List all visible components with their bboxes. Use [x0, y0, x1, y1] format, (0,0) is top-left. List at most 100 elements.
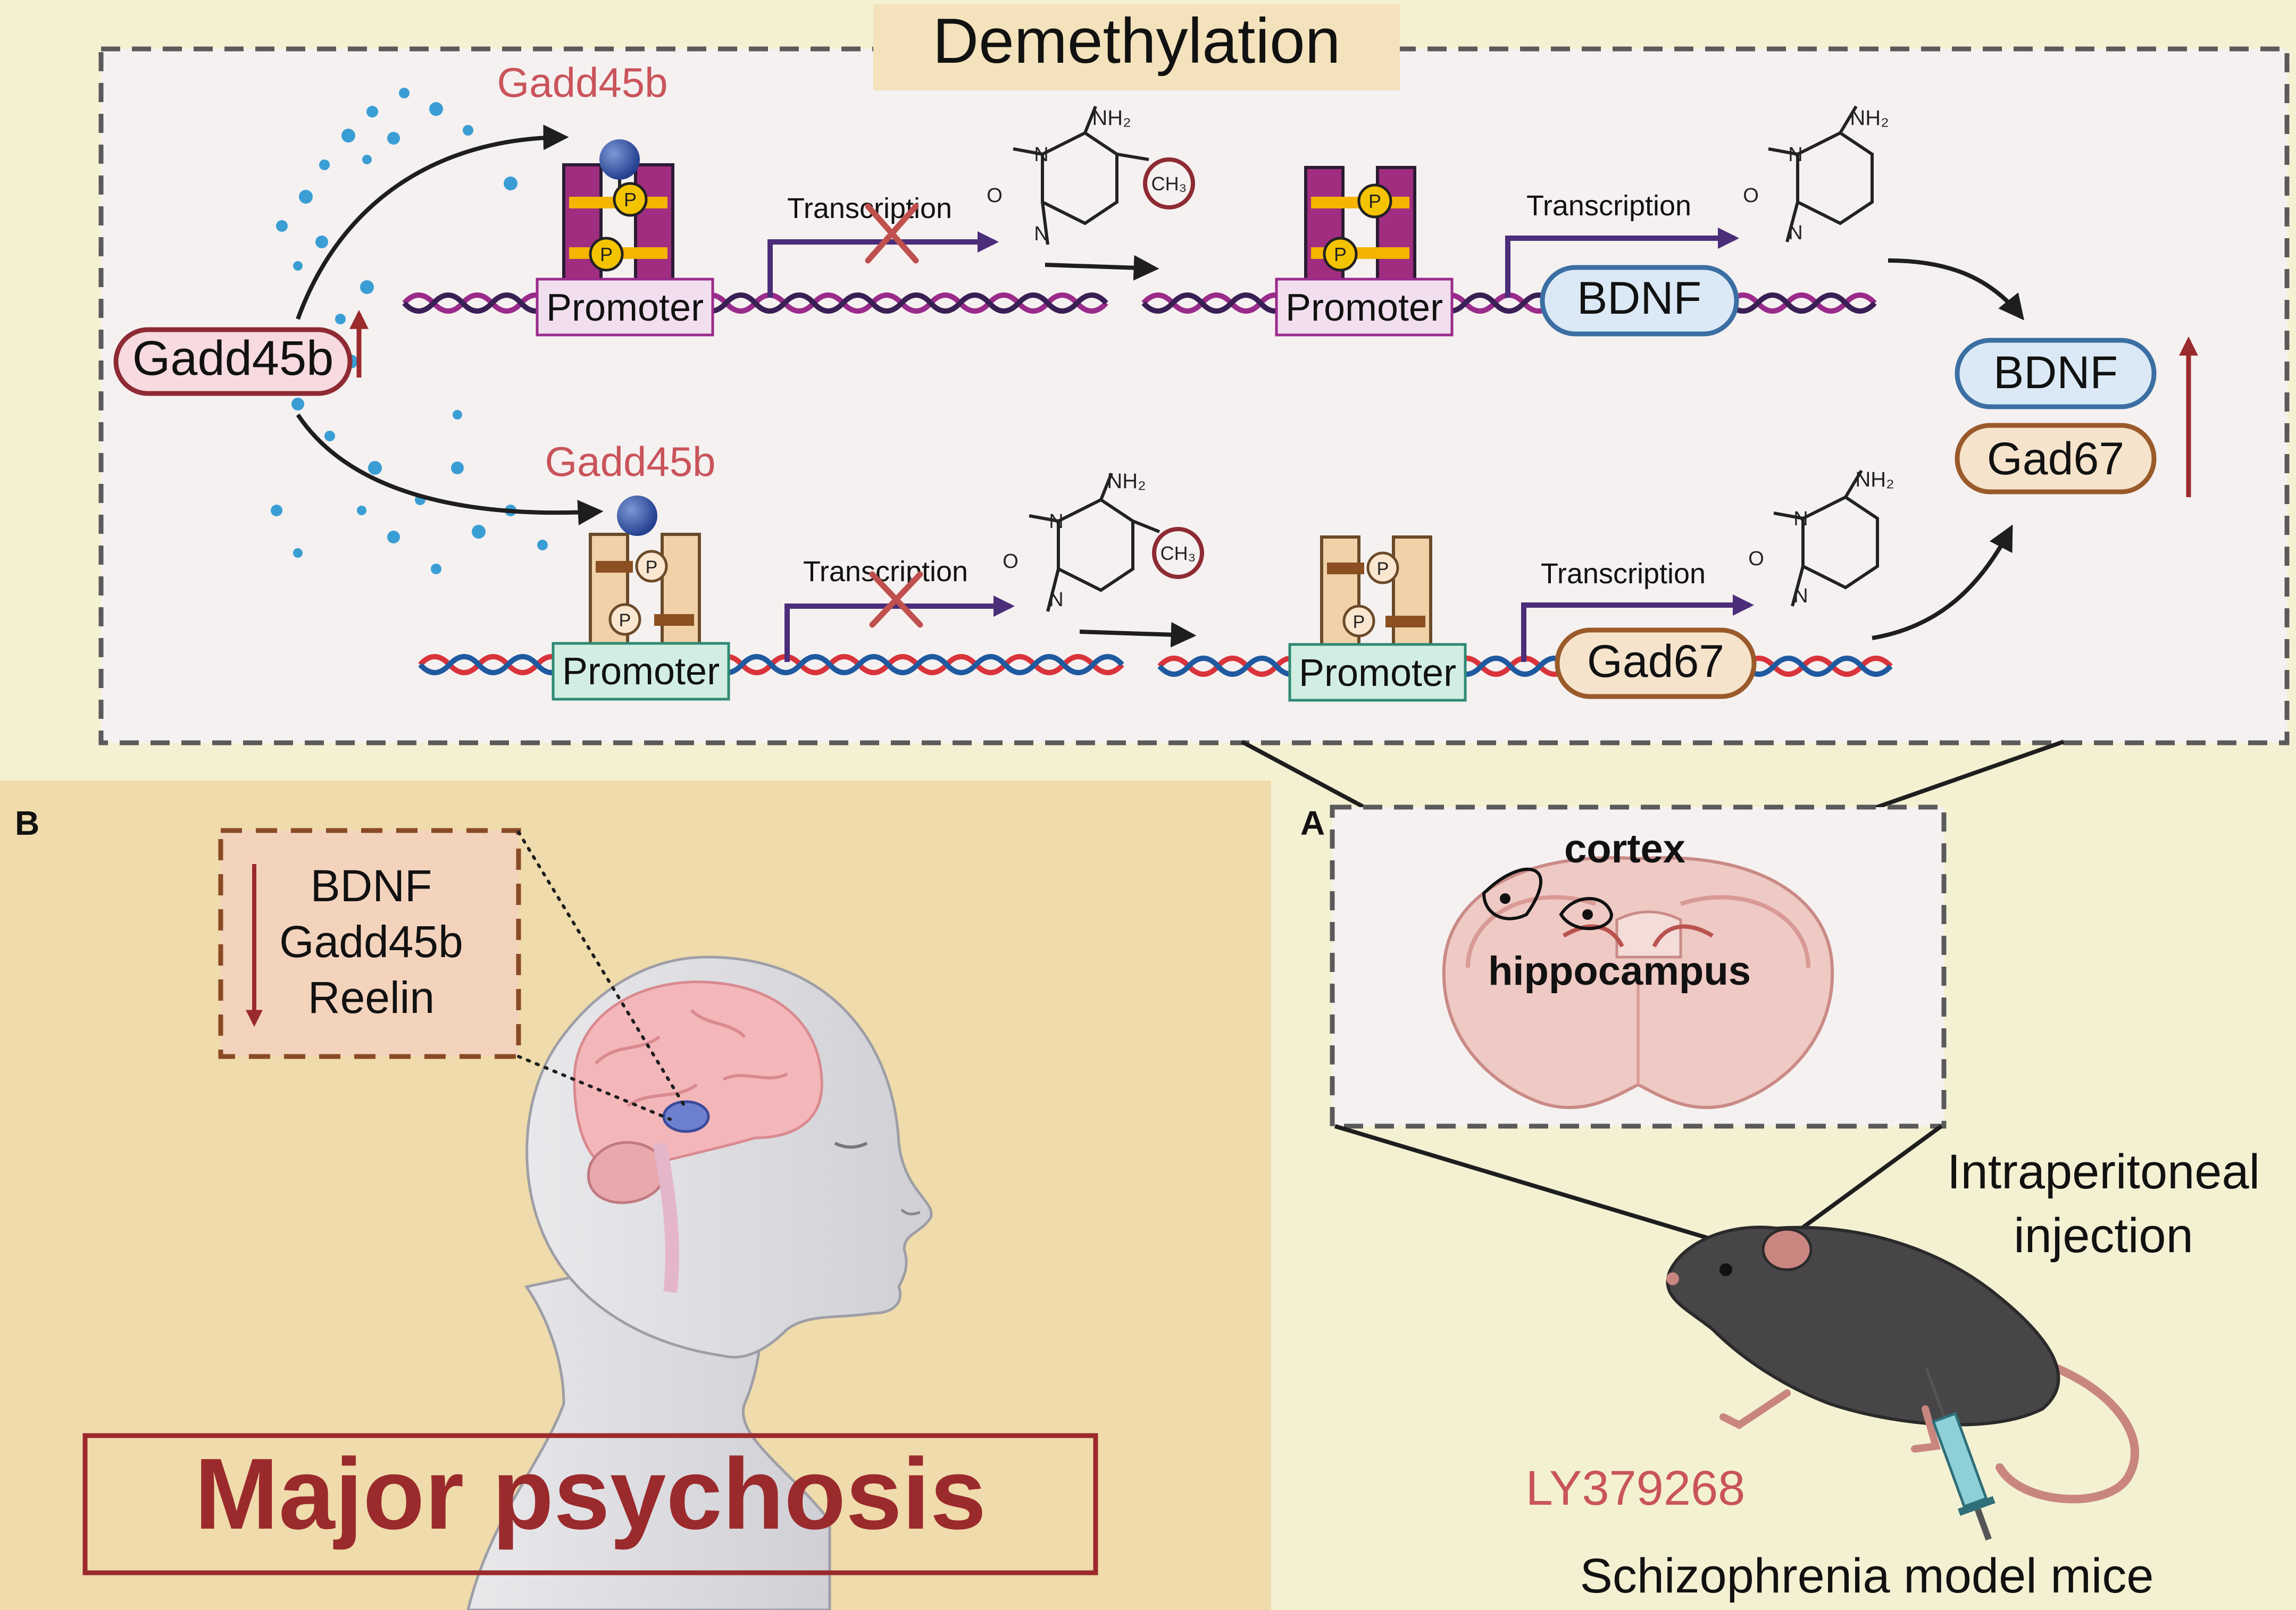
transcription-label: Transcription — [1526, 190, 1691, 222]
svg-text:N: N — [1049, 589, 1063, 611]
methylated-cytosine-structure — [1029, 472, 1204, 612]
gadd45b-center-pill — [113, 327, 353, 396]
arrow-to-bdnf-result — [1888, 258, 2025, 321]
methyl-group-icon: CH₃ — [1160, 542, 1196, 564]
phosphate-icon — [1366, 551, 1399, 584]
promoter-label: Promoter — [1299, 652, 1456, 694]
transcription-label: Transcription — [1541, 558, 1706, 590]
svg-text:P: P — [1368, 190, 1381, 212]
promoter-box — [536, 278, 714, 337]
gene-list-box — [218, 828, 521, 1059]
svg-text:O: O — [1743, 185, 1759, 207]
phosphate-icon — [613, 182, 648, 217]
svg-text:P: P — [1353, 612, 1365, 632]
demethylation-panel: Demethylation Gadd45b Gadd45b Gadd45b — [98, 4, 2290, 745]
svg-text:O: O — [1003, 550, 1018, 573]
zoom-line-mouse-left — [1334, 1124, 1756, 1254]
drug-label: LY379268 — [1526, 1461, 1746, 1515]
transcription-arrow — [1505, 228, 1739, 298]
gene-reelin-label: Reelin — [308, 972, 435, 1022]
arrow-to-gad67-result — [1872, 524, 2013, 640]
inhibition-x-icon — [865, 203, 919, 264]
dotted-leader-bottom — [517, 1055, 672, 1121]
row2-dna-left — [418, 654, 1124, 675]
cytosine-structure — [1768, 105, 1874, 242]
promoter-box — [552, 642, 730, 701]
svg-text:P: P — [1334, 244, 1347, 265]
gene-gadd45b-label: Gadd45b — [279, 917, 463, 967]
hippocampus-label: hippocampus — [1488, 949, 1751, 994]
svg-text:N: N — [1793, 585, 1808, 607]
gad67-gene-label: Gad67 — [1587, 636, 1724, 687]
svg-text:P: P — [646, 557, 658, 577]
promoter-box — [1288, 643, 1467, 702]
svg-text:N: N — [1788, 144, 1802, 166]
svg-text:N: N — [1788, 222, 1802, 244]
arrow-to-bottom-row — [296, 413, 604, 525]
gad67-result-label: Gad67 — [1987, 433, 2124, 484]
gad67-gene-pill — [1555, 627, 1757, 699]
injection-label-line1: Intraperitoneal — [1947, 1145, 2260, 1199]
phosphate-icon — [1357, 183, 1392, 219]
gadd45b-dots — [271, 88, 548, 574]
inhibition-x-icon — [869, 571, 923, 628]
panel-b: B BDNF Gadd45b Reelin Major psychosis — [15, 804, 1098, 1610]
svg-text:NH₂: NH₂ — [1855, 468, 1894, 491]
gadd45b-label-bottom: Gadd45b — [545, 438, 716, 485]
svg-text:P: P — [619, 610, 631, 631]
cortex-region — [1482, 867, 1543, 920]
cortex-label: cortex — [1564, 826, 1685, 871]
gadd45b-protein-ball — [599, 139, 640, 180]
gadd45b-label-top: Gadd45b — [497, 59, 668, 106]
svg-text:N: N — [1049, 510, 1063, 533]
promoter-label: Promoter — [1285, 287, 1443, 329]
transcription-label: Transcription — [803, 556, 968, 588]
transcription-arrow — [1521, 594, 1754, 662]
svg-text:NH₂: NH₂ — [1850, 106, 1889, 130]
gad67-result-pill — [1955, 423, 2157, 494]
demethylation-title: Demethylation — [932, 5, 1340, 77]
phosphate-icon — [608, 603, 641, 636]
brain-slice-icon — [1442, 856, 1834, 1109]
bdnf-gene-pill — [1540, 265, 1739, 337]
phosphate-icon — [1323, 237, 1358, 272]
gadd45b-protein-ball — [617, 496, 657, 536]
demethylation-dashed-box — [98, 46, 2290, 745]
transcription-arrow-blocked — [767, 231, 999, 298]
svg-text:N: N — [1793, 508, 1808, 530]
bdnf-result-label: BDNF — [1993, 347, 2118, 398]
methylated-cytosine-structure — [1013, 105, 1195, 245]
svg-text:O: O — [1748, 548, 1764, 570]
bdnf-gene-label: BDNF — [1577, 273, 1701, 324]
panel-a-letter: A — [1300, 804, 1325, 842]
major-psychosis-box — [82, 1433, 1098, 1575]
mouse-icon — [1666, 1226, 2139, 1504]
arrow-to-top-row — [296, 124, 569, 320]
promoter-label: Promoter — [562, 650, 720, 693]
step-arrow-row1 — [1045, 255, 1159, 281]
methyl-group-icon: CH₃ — [1151, 173, 1187, 195]
mouse-model-caption: Schizophrenia model mice — [1580, 1549, 2154, 1603]
svg-text:NH₂: NH₂ — [1092, 106, 1131, 130]
hippocampus-region — [1559, 897, 1614, 930]
svg-text:P: P — [624, 189, 637, 211]
panel-b-letter: B — [15, 804, 39, 842]
hippocampus-highlight — [662, 1100, 710, 1133]
promoter-label: Promoter — [546, 287, 704, 329]
panel-a: A cortex hippocampus — [1300, 804, 2260, 1603]
svg-text:P: P — [600, 244, 613, 265]
gadd45b-center-label: Gadd45b — [132, 331, 334, 385]
syringe-icon — [1925, 1367, 1996, 1541]
brain-cerebellum — [587, 1141, 667, 1204]
beige-protein-complex-left: P P — [589, 496, 701, 656]
promoter-box — [1275, 278, 1454, 337]
purple-protein-complex-left: P P — [562, 139, 674, 289]
purple-protein-complex-right: P P — [1304, 166, 1416, 289]
step-arrow-row2 — [1079, 622, 1197, 648]
svg-text:N: N — [1034, 223, 1048, 245]
dotted-leader-top — [517, 831, 688, 1110]
phosphate-icon — [589, 237, 624, 272]
title-banner — [873, 4, 1400, 90]
injection-label-line2: injection — [2014, 1209, 2193, 1263]
major-psychosis-title: Major psychosis — [195, 1438, 987, 1550]
